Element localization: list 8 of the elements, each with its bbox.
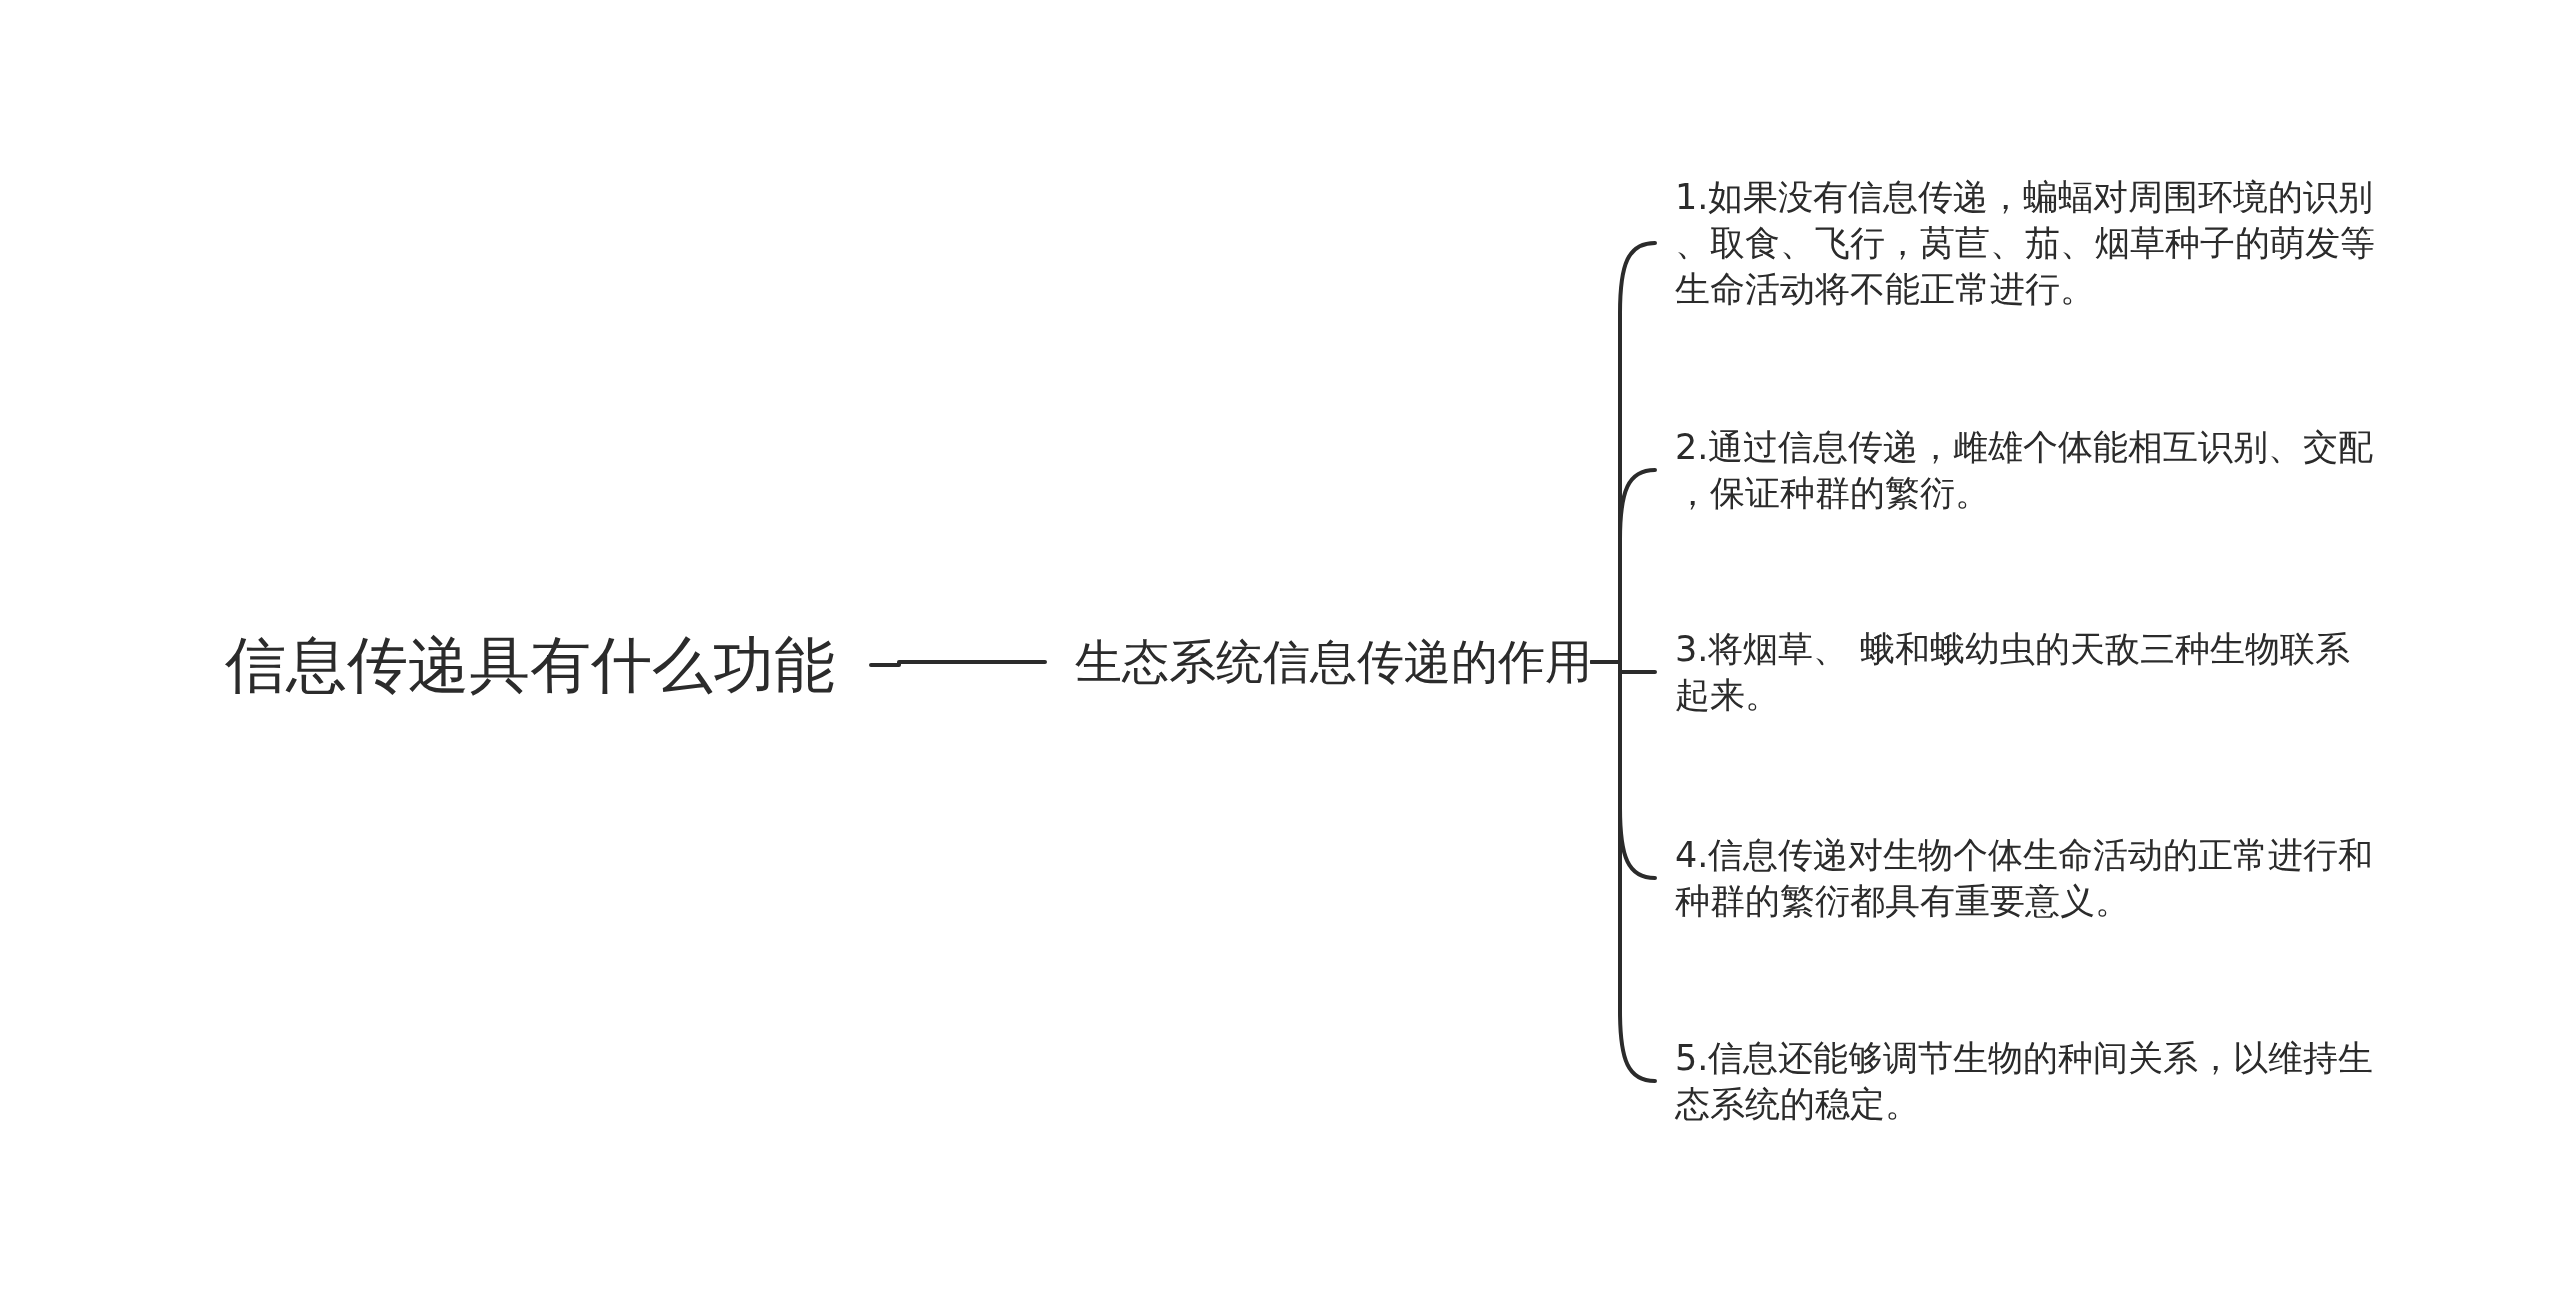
branch-text: 1.如果没有信息传递，蝙蝠对周围环境的识别、取食、飞行，莴苣、茄、烟草种子的萌发等生命活动将不能正常进行。 — [1655, 174, 2379, 312]
connector-line — [869, 660, 1047, 667]
central-topic: 信息传递具有什么功能 — [189, 628, 871, 702]
subtopic-text: 生态系统信息传递的作用 — [1045, 633, 1592, 691]
branch-text: 4.信息传递对生物个体生命活动的正常进行和种群的繁衍都具有重要意义。 — [1655, 832, 2379, 924]
branch-text: 2.通过信息传递，雌雄个体能相互识别、交配，保证种群的繁衍。 — [1655, 424, 2379, 516]
branch-text: 5.信息还能够调节生物的种间关系，以维持生态系统的稳定。 — [1655, 1035, 2379, 1127]
branch-text: 3.将烟草、 蛾和蛾幼虫的天敌三种生物联系起来。 — [1655, 626, 2379, 718]
